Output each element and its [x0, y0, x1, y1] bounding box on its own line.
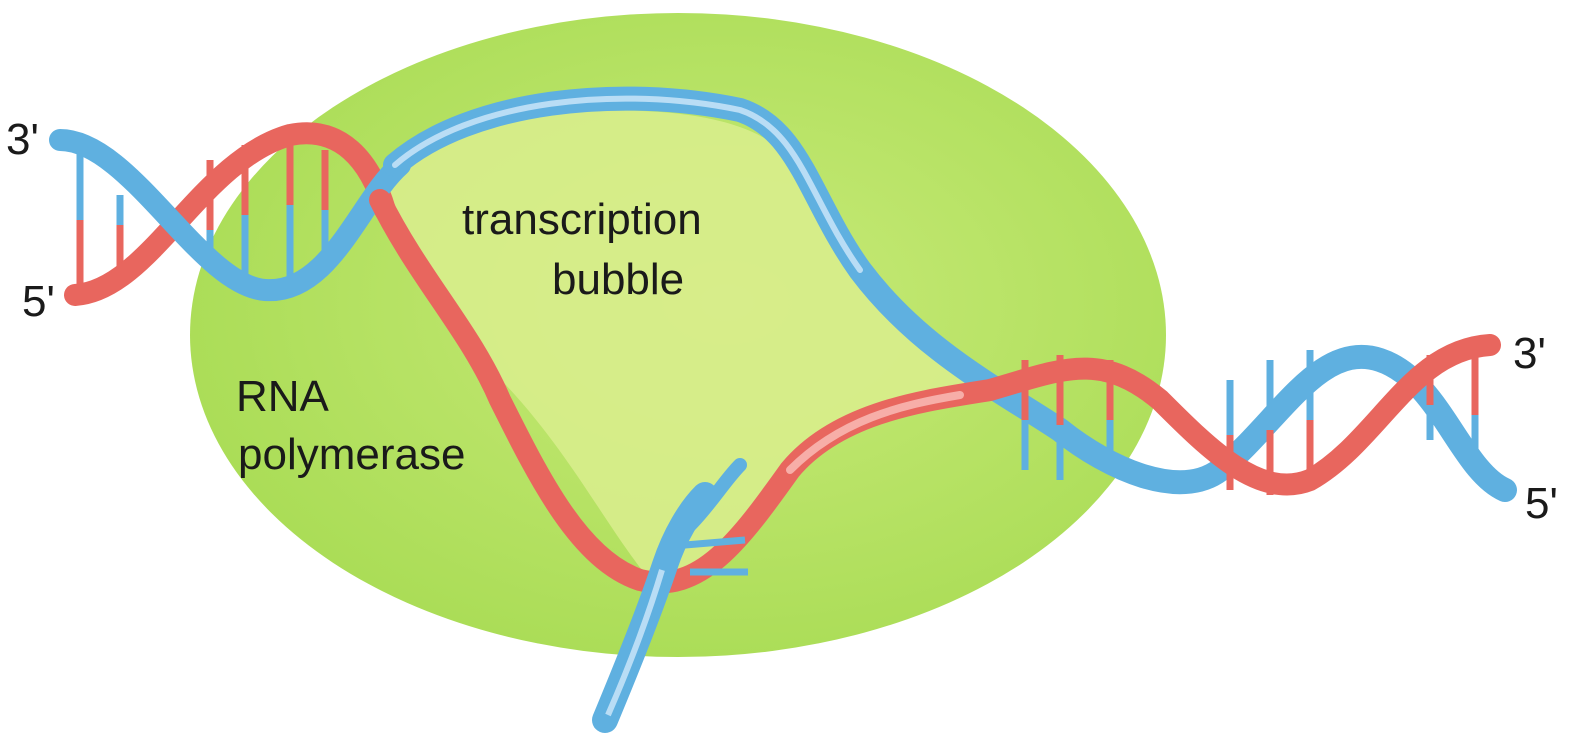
transcription-bubble-label-line1: transcription: [462, 195, 702, 244]
rna-polymerase-label-line2: polymerase: [238, 430, 466, 479]
left-dna-helix: [49, 122, 411, 306]
rna-polymerase-label-line1: RNA: [236, 372, 329, 421]
right-3prime-label: 3': [1513, 329, 1546, 378]
left-3prime-label: 3': [6, 115, 39, 164]
right-dna-helix: [1021, 345, 1479, 495]
transcription-bubble-label-line2: bubble: [552, 255, 685, 304]
left-5prime-label: 5': [22, 277, 55, 326]
right-5prime-label: 5': [1525, 479, 1558, 528]
transcription-bubble: [380, 110, 1000, 582]
rna-transcript: [592, 458, 748, 733]
